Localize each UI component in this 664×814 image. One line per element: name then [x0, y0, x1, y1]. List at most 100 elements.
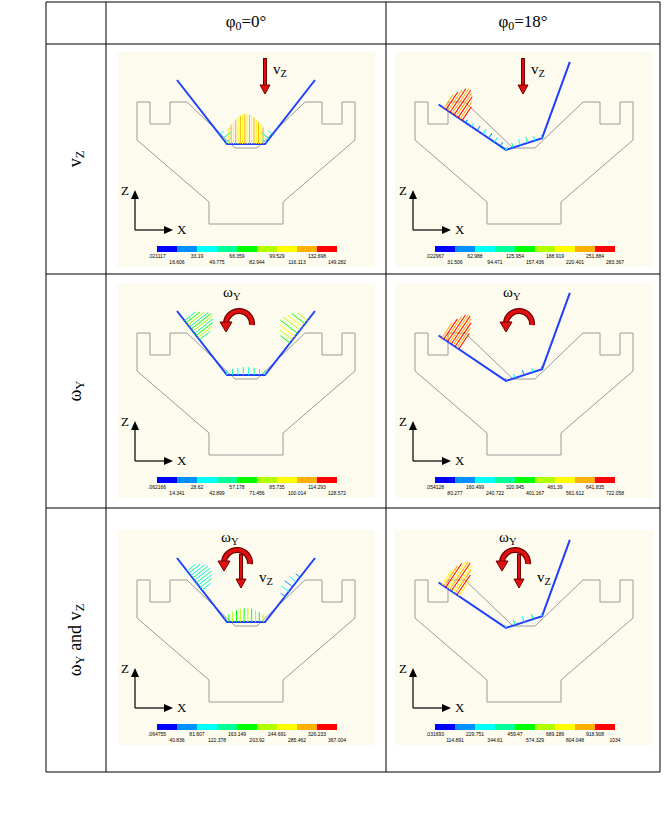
force-vector	[513, 620, 515, 625]
force-vector	[268, 131, 272, 134]
color-bar-segment	[297, 477, 317, 483]
color-bar-segment	[257, 246, 277, 252]
scale-value: 722.058	[606, 491, 624, 496]
plot-label: vZ	[259, 570, 273, 587]
force-vector	[200, 579, 211, 588]
force-vector	[223, 132, 231, 138]
table-rule	[46, 2, 660, 3]
force-vector	[533, 136, 535, 141]
color-bar-segment	[435, 246, 455, 252]
color-bar-segment	[595, 246, 615, 252]
color-bar-segment	[237, 724, 257, 730]
scale-value: 94.471	[487, 260, 502, 265]
force-vector	[541, 613, 542, 616]
force-vector	[505, 378, 507, 381]
scale-value: 31.506	[447, 260, 462, 265]
color-bar-segment	[157, 246, 177, 252]
color-bar-segment	[455, 724, 475, 730]
color-bar-segment	[237, 246, 257, 252]
axis-triad	[131, 190, 173, 234]
force-vector	[236, 610, 237, 622]
color-bar-segment	[515, 246, 535, 252]
force-vector	[244, 114, 245, 144]
force-vector	[200, 331, 211, 339]
scale-value: 163.149	[228, 732, 246, 737]
scale-value: 66.359	[229, 254, 244, 259]
color-bar-segment	[575, 246, 595, 252]
die-outline	[415, 580, 633, 702]
die-outline	[137, 102, 355, 224]
rotation-arrow	[220, 311, 252, 332]
scale-value: 918.908	[586, 732, 604, 737]
color-bar-segment	[257, 724, 277, 730]
force-vector	[242, 115, 243, 144]
color-bar-segment	[277, 246, 297, 252]
color-bar-segment	[575, 477, 595, 483]
scale-value: 804.048	[566, 738, 584, 743]
scale-value: 82.944	[249, 260, 264, 265]
color-bar-segment	[515, 724, 535, 730]
scale-value: 160.499	[466, 485, 484, 490]
color-bar-segment	[277, 477, 297, 483]
force-vector	[253, 117, 254, 144]
axis-triad	[131, 421, 173, 465]
color-bar-segment	[475, 246, 495, 252]
plot-label: X	[177, 454, 186, 467]
color-bar-segment	[495, 246, 515, 252]
scale-value: 122.378	[208, 738, 226, 743]
force-vector	[263, 614, 264, 622]
sheet-group	[435, 529, 589, 643]
table-rule	[660, 2, 661, 772]
scale-value: 100.014	[288, 491, 306, 496]
plot-background	[117, 530, 375, 745]
force-vector	[456, 101, 476, 119]
force-vector	[459, 107, 475, 121]
color-bar-segment	[177, 477, 197, 483]
table-rule	[46, 44, 660, 45]
scale-value: 114.293	[308, 485, 326, 490]
fe-plot	[395, 282, 653, 498]
force-vector	[292, 314, 305, 324]
scale-value: 14.341	[169, 491, 184, 496]
fe-plot	[117, 283, 375, 498]
force-vector	[256, 120, 257, 144]
force-vector	[235, 120, 236, 144]
fe-plot	[117, 530, 375, 745]
scale-value: 28.62	[191, 485, 204, 490]
force-vector	[493, 138, 498, 142]
color-bar-segment	[595, 724, 615, 730]
table-grid	[46, 2, 660, 772]
force-vector	[247, 608, 248, 622]
force-vector	[240, 116, 241, 144]
scale-value: 42.899	[209, 491, 224, 496]
color-bar-segment	[435, 477, 455, 483]
axis-triad	[409, 421, 451, 465]
force-vector	[247, 114, 248, 144]
scale-value: 81.607	[189, 732, 204, 737]
sheet-group	[177, 558, 315, 622]
plot-label: Z	[399, 415, 407, 428]
force-vector	[522, 616, 524, 622]
color-bar-segment	[435, 724, 455, 730]
scale-value: 80.277	[447, 491, 462, 496]
color-bar-segment	[475, 477, 495, 483]
scale-value: 251.884	[586, 254, 604, 259]
table-rule	[46, 274, 660, 275]
scale-value: 285.462	[288, 738, 306, 743]
force-vector	[447, 566, 477, 592]
fe-plot	[117, 52, 375, 267]
scale-value: .054128	[426, 485, 444, 490]
force-vector	[505, 625, 506, 628]
plot-label: X	[177, 223, 186, 236]
force-vector	[522, 370, 524, 375]
rotation-arrow	[218, 550, 250, 571]
axis-triad	[409, 190, 451, 234]
color-bar-segment	[555, 477, 575, 483]
color-bar-segment	[455, 477, 475, 483]
table-rule	[46, 2, 47, 772]
force-vector	[263, 128, 264, 145]
color-bar-segment	[297, 246, 317, 252]
axis-triad	[131, 668, 173, 712]
